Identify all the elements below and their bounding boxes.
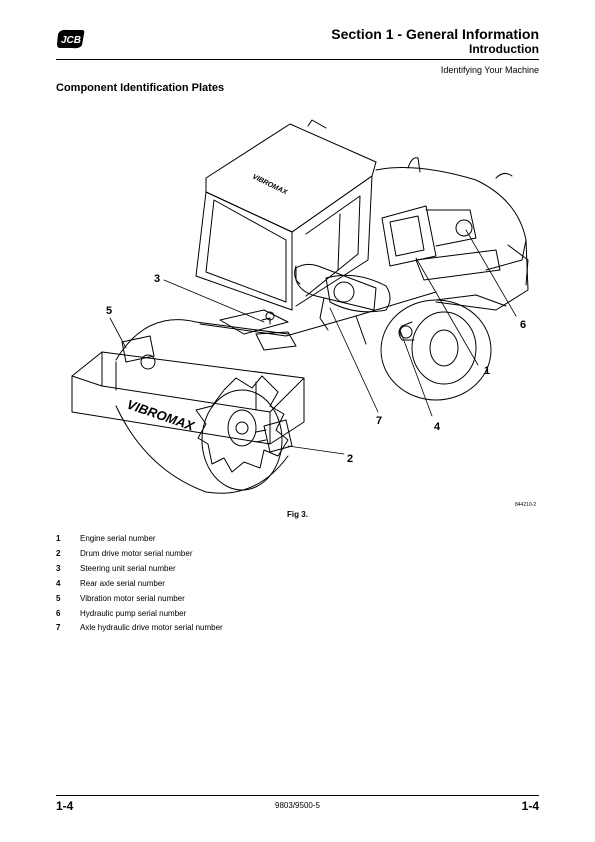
figure-reference: 844210-2 bbox=[515, 502, 537, 508]
callout-6: 6 bbox=[520, 319, 526, 331]
legend-text: Vibration motor serial number bbox=[80, 593, 185, 603]
jcb-logo: JCB bbox=[57, 29, 85, 49]
callout-leaders bbox=[109, 229, 517, 455]
callout-2: 2 bbox=[347, 453, 353, 465]
legend-text: Engine serial number bbox=[80, 534, 156, 543]
page-heading: Component Identification Plates bbox=[56, 82, 225, 94]
component-legend: 1 Engine serial number 2 Drum drive motor … bbox=[56, 532, 456, 636]
legend-text: Rear axle serial number bbox=[80, 578, 165, 588]
callout-5: 5 bbox=[106, 305, 112, 317]
legend-item: 6 Hydraulic pump serial number bbox=[56, 607, 456, 622]
drum-brand-label: VIBROMAX bbox=[125, 397, 197, 434]
legend-item: 1 Engine serial number bbox=[56, 532, 456, 547]
legend-number: 4 bbox=[56, 578, 61, 588]
legend-item: 2 Drum drive motor serial number bbox=[56, 547, 456, 562]
legend-number: 5 bbox=[56, 593, 61, 603]
callout-4: 4 bbox=[434, 421, 441, 433]
legend-text: Steering unit serial number bbox=[80, 563, 176, 573]
legend-item: 7 Axle hydraulic drive motor serial numbe… bbox=[56, 621, 456, 636]
legend-number: 7 bbox=[56, 623, 61, 633]
cab-brand-label: VIBROMAX bbox=[251, 174, 289, 197]
legend-item: 3 Steering unit serial number bbox=[56, 562, 456, 577]
roller-body-drawing bbox=[71, 119, 529, 494]
legend-text: Axle hydraulic drive motor serial number bbox=[80, 623, 223, 633]
legend-item: 5 Vibration motor serial number bbox=[56, 592, 456, 607]
legend-number: 1 bbox=[56, 534, 61, 543]
subsection-title: Introduction bbox=[469, 42, 539, 56]
callout-3: 3 bbox=[154, 273, 160, 285]
topic-title: Identifying Your Machine bbox=[440, 65, 539, 75]
legend-number: 2 bbox=[56, 548, 61, 558]
footer-rule bbox=[56, 795, 539, 796]
callout-7: 7 bbox=[376, 415, 382, 427]
callout-1: 1 bbox=[484, 365, 490, 377]
page-number-left: 1-4 bbox=[56, 799, 74, 813]
legend-item: 4 Rear axle serial number bbox=[56, 577, 456, 592]
machine-illustration: VIBROMAX VIBROMAX 1 2 3 4 5 6 7 bbox=[71, 119, 529, 494]
legend-number: 6 bbox=[56, 608, 61, 618]
page-number-right: 1-4 bbox=[521, 799, 539, 813]
header-rule bbox=[56, 59, 539, 60]
legend-number: 3 bbox=[56, 563, 61, 573]
legend-text: Hydraulic pump serial number bbox=[80, 608, 187, 618]
figure-caption: Fig 3. bbox=[287, 510, 308, 519]
logo-text: JCB bbox=[61, 35, 81, 46]
document-number: 9803/9500-5 bbox=[275, 801, 320, 810]
legend-text: Drum drive motor serial number bbox=[80, 548, 193, 558]
section-title: Section 1 - General Information bbox=[331, 26, 539, 42]
